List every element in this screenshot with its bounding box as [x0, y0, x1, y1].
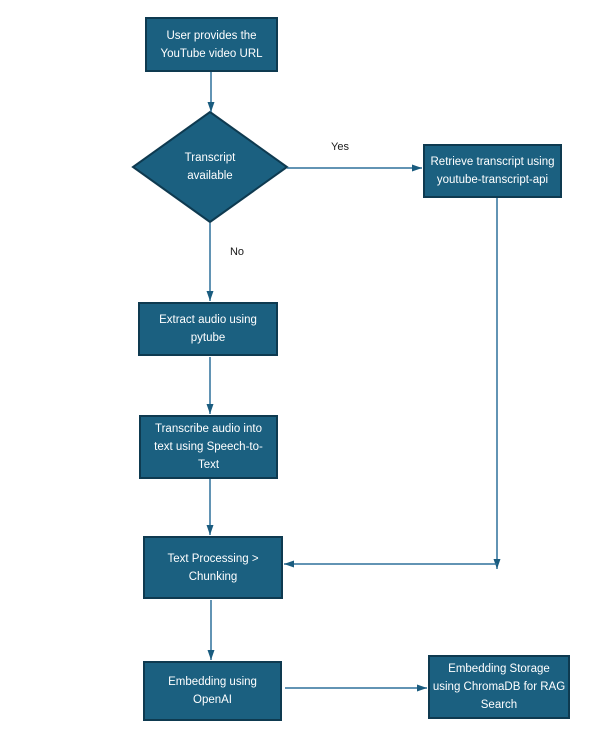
node-extract-audio: Extract audio using pytube	[138, 302, 278, 356]
node-retrieve-transcript: Retrieve transcript using youtube-transc…	[423, 144, 562, 198]
node-user-provides-url: User provides the YouTube video URL	[145, 17, 278, 72]
node-extract-audio-label: Extract audio using pytube	[159, 314, 257, 344]
node-embedding-openai-label: Embedding using OpenAI	[168, 676, 257, 706]
node-text-processing-chunking-label: Text Processing > Chunking	[167, 552, 259, 583]
edge-label-no: No	[229, 246, 245, 258]
node-user-provides-url-label: User provides the YouTube video URL	[160, 29, 263, 60]
node-decision-shape	[131, 110, 289, 224]
node-transcript-available-label: Transcript available	[184, 152, 236, 182]
node-transcribe-audio: Transcribe audio into text using Speech-…	[139, 415, 278, 479]
node-transcribe-audio-label: Transcribe audio into text using Speech-…	[154, 423, 263, 471]
node-retrieve-transcript-label: Retrieve transcript using youtube-transc…	[430, 156, 555, 186]
node-text-processing-chunking: Text Processing > Chunking	[143, 536, 283, 599]
node-embedding-openai: Embedding using OpenAI	[143, 661, 282, 721]
node-embedding-storage: Embedding Storage using ChromaDB for RAG…	[428, 655, 570, 719]
edge-label-yes: Yes	[331, 141, 349, 153]
node-embedding-storage-label: Embedding Storage using ChromaDB for RAG…	[432, 663, 566, 711]
node-transcript-available: Transcript available	[153, 131, 267, 203]
